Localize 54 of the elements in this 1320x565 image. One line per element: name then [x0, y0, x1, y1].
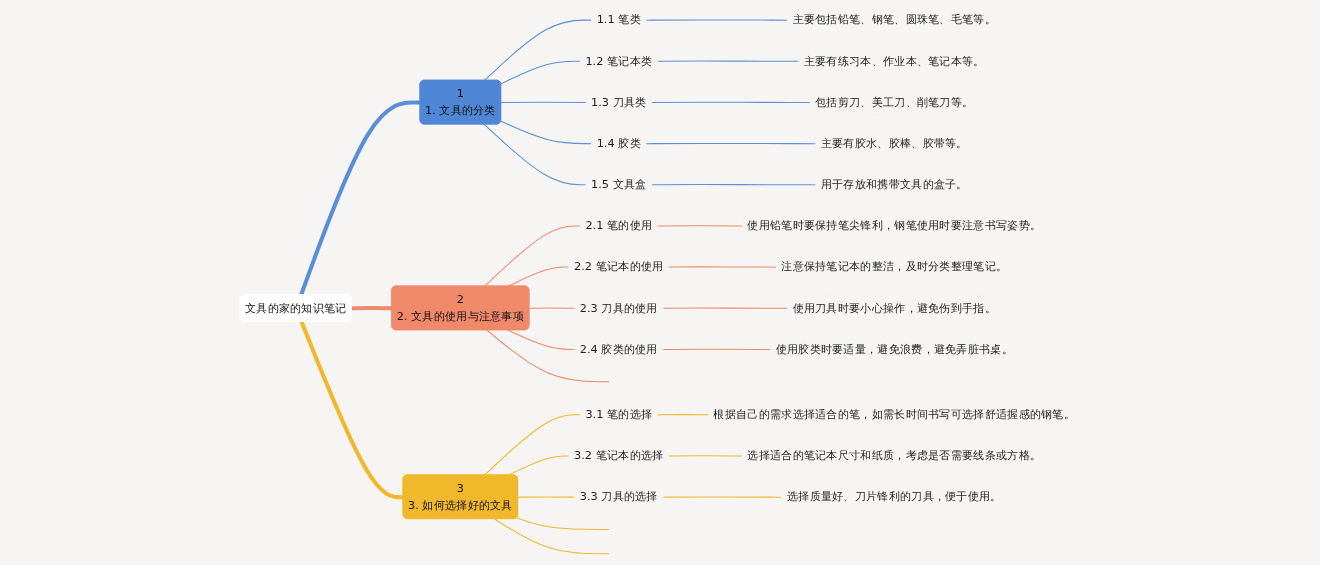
connector — [662, 348, 772, 350]
connector — [500, 120, 593, 145]
connector — [651, 101, 812, 104]
connector — [656, 414, 710, 416]
connector — [507, 266, 571, 288]
connector — [483, 414, 582, 476]
node-text: 使用胶类时要适量，避免浪费，避免弄脏书桌。 — [775, 342, 1013, 356]
connector — [500, 101, 588, 104]
node-text: 主要有胶水、胶棒、胶带等。 — [820, 136, 968, 150]
node-text: 3.2 笔记本的选择 — [574, 448, 664, 462]
node-text: 1.3 刀具类 — [591, 95, 647, 109]
node-text: 1.4 胶类 — [596, 136, 641, 150]
connector — [528, 307, 576, 309]
connector — [656, 60, 800, 62]
connector — [662, 496, 784, 498]
connector — [507, 329, 576, 350]
connector — [483, 123, 588, 186]
connector — [668, 455, 744, 457]
connector — [656, 225, 744, 227]
connector — [351, 306, 393, 311]
connector — [651, 184, 817, 186]
connector — [662, 307, 789, 309]
node-text: 1.5 文具盒 — [591, 177, 647, 191]
connector — [299, 100, 421, 296]
connector — [486, 329, 610, 383]
connector — [517, 496, 576, 498]
connector — [483, 225, 582, 288]
node-text: 使用铅笔时要保持笔尖锋利，钢笔使用时要注意书写姿势。 — [747, 218, 1042, 232]
node-text: 3.3 刀具的选择 — [579, 489, 658, 503]
node-text: 1.1 笔类 — [596, 12, 641, 26]
connector — [299, 320, 404, 500]
node-text: 2.1 笔的使用 — [585, 218, 653, 232]
node-text: 选择适合的笔记本尺寸和纸质，考虑是否需要线条或方格。 — [747, 448, 1042, 462]
connector — [645, 142, 817, 145]
connector — [494, 518, 610, 555]
node-text: 使用刀具时要小心操作，避免伤到手指。 — [792, 301, 996, 314]
node-text: 2.2 笔记本的使用 — [574, 259, 664, 273]
node-text: 1.2 笔记本类 — [585, 54, 653, 67]
node-text: 2.3 刀具的使用 — [579, 301, 658, 314]
node-text: 主要有练习本、作业本、笔记本等。 — [803, 54, 985, 67]
node-text: 注意保持笔记本的整洁，及时分类整理笔记。 — [781, 259, 1008, 273]
node-text: 主要包括铅笔、钢笔、圆珠笔、毛笔等。 — [792, 12, 996, 26]
connector — [668, 266, 778, 268]
node-text: 包括剪刀、美工刀、削笔刀等。 — [815, 95, 974, 109]
node-text: 用于存放和携带文具的盒子。 — [820, 177, 968, 191]
node-text: 选择质量好、刀片锋利的刀具，便于使用。 — [786, 489, 1002, 503]
connector — [507, 455, 571, 476]
node-text: 2.4 胶类的使用 — [579, 342, 658, 356]
node-text: 3.1 笔的选择 — [585, 407, 653, 421]
connector — [483, 19, 593, 82]
node-text: 根据自己的需求选择适合的笔，如需长时间书写可选择舒适握感的钢笔。 — [713, 407, 1076, 421]
connector — [516, 517, 610, 530]
connector — [500, 60, 582, 85]
connector — [645, 19, 789, 21]
